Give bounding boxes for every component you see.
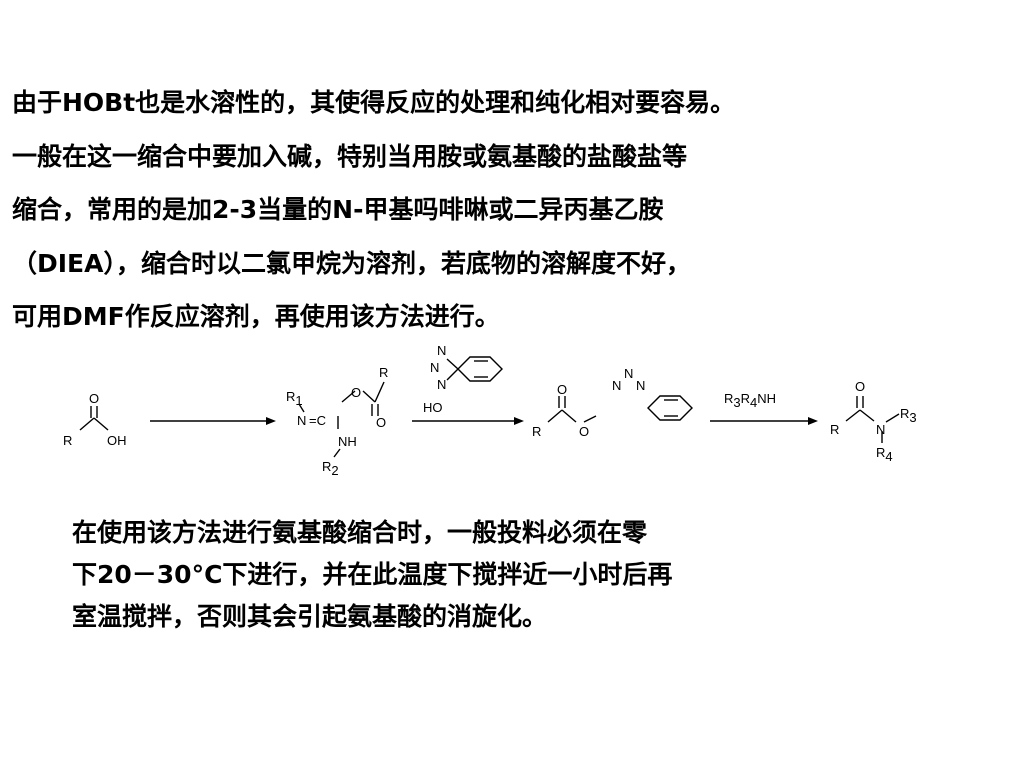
text-line: 室温搅拌，否则其会引起氨基酸的消旋化。 xyxy=(72,602,548,631)
active-ester-structure: O R O N N N xyxy=(532,366,693,439)
carboxylic-acid-structure: O R OH xyxy=(63,391,127,448)
text-line: （DIEA），缩合时以二氯甲烷为溶剂，若底物的溶解度不好， xyxy=(12,248,691,278)
reaction-scheme: O R OH R R1 O N =C O NH R2 N N N HO xyxy=(63,343,917,478)
ester-r-label: R xyxy=(532,424,541,439)
intermediate-r2-label: R2 xyxy=(322,459,339,478)
intermediate-n-label: N xyxy=(297,413,306,428)
acid-oxygen-label: O xyxy=(89,391,99,406)
paragraph-racemization-note: 在使用该方法进行氨基酸缩合时，一般投料必须在零 下20－30°C下进行，并在此温… xyxy=(72,512,972,638)
hobt-n3-label: N xyxy=(437,377,446,392)
text-line: 下20－30°C下进行，并在此温度下搅拌近一小时后再 xyxy=(72,560,673,589)
ester-o-top-label: O xyxy=(557,382,567,397)
hobt-n1-label: N xyxy=(437,343,446,358)
text-line: 在使用该方法进行氨基酸缩合时，一般投料必须在零 xyxy=(72,518,648,547)
ester-n3-label: N xyxy=(636,378,645,393)
amide-o-label: O xyxy=(855,379,865,394)
text-line: 一般在这一缩合中要加入碱，特别当用胺或氨基酸的盐酸盐等 xyxy=(12,141,688,171)
arrow-1 xyxy=(150,417,276,425)
amide-product-structure: O R N R3 R4 xyxy=(830,379,917,464)
arrow-2 xyxy=(412,417,524,425)
hobt-ho-label: HO xyxy=(423,400,443,415)
amine-reagent-label: R3R4NH xyxy=(724,391,776,410)
text-line: 缩合，常用的是加2-3当量的N-甲基吗啡啉或二异丙基乙胺 xyxy=(12,195,664,225)
text-line: 由于HOBt也是水溶性的，其使得反应的处理和纯化相对要容易。 xyxy=(12,88,736,117)
acid-oh-label: OH xyxy=(107,433,127,448)
intermediate-o-right-label: O xyxy=(376,415,386,430)
hobt-reagent-structure: N N N HO xyxy=(423,343,503,415)
amide-r-label: R xyxy=(830,422,839,437)
amide-n-label: N xyxy=(876,422,885,437)
paragraph-hobt-intro: 由于HOBt也是水溶性的，其使得反应的处理和纯化相对要容易。 一般在这一缩合中要… xyxy=(12,76,1016,344)
intermediate-r1-label: R1 xyxy=(286,389,303,408)
acid-r-label: R xyxy=(63,433,72,448)
intermediate-eq-c-label: =C xyxy=(309,413,326,428)
o-acylisourea-structure: R R1 O N =C O NH R2 xyxy=(286,365,388,478)
ester-n1-label: N xyxy=(612,378,621,393)
intermediate-nh-label: NH xyxy=(338,434,357,449)
ester-o-label: O xyxy=(579,424,589,439)
intermediate-r-label: R xyxy=(379,365,388,380)
hobt-n2-label: N xyxy=(430,360,439,375)
ester-n2-label: N xyxy=(624,366,633,381)
amide-r4-label: R4 xyxy=(876,445,893,464)
text-line: 可用DMF作反应溶剂，再使用该方法进行。 xyxy=(12,302,500,332)
arrow-3 xyxy=(710,417,818,425)
svg-text:R3R4NH: R3R4NH xyxy=(724,391,776,410)
intermediate-o-top-label: O xyxy=(351,385,361,400)
amide-r3-label: R3 xyxy=(900,406,917,425)
